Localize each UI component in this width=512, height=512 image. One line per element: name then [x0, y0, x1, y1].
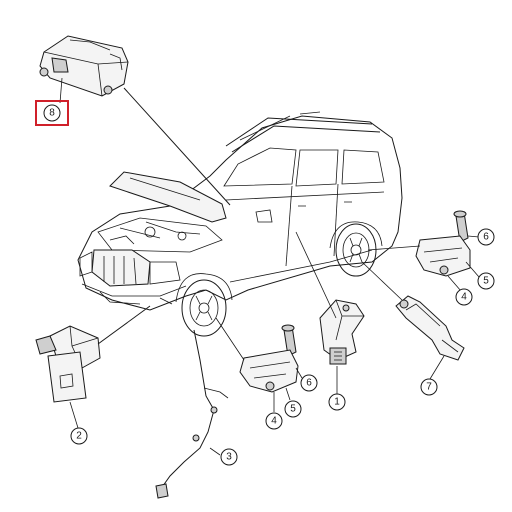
part-7-wheel-speed-sensor[interactable] [395, 295, 465, 361]
callout-8-label: 8 [49, 108, 55, 119]
callout-5-rear-label: 5 [483, 276, 489, 287]
callout-2[interactable]: 2 [70, 427, 88, 445]
leader-rear-wheel-to-7 [361, 261, 403, 301]
callout-3[interactable]: 3 [220, 448, 238, 466]
callout-6-front-label: 6 [306, 378, 312, 389]
leader-5a [465, 261, 480, 278]
callout-5-rear[interactable]: 5 [477, 272, 495, 290]
part-2-sensor[interactable] [35, 325, 101, 403]
leader-6a [467, 235, 480, 238]
callout-4-rear-label: 4 [461, 292, 467, 303]
callout-5-front-label: 5 [290, 404, 296, 415]
callout-1[interactable]: 1 [328, 393, 346, 411]
callout-7[interactable]: 7 [420, 378, 438, 396]
leader-5b [285, 387, 291, 401]
callout-5-front[interactable]: 5 [284, 400, 302, 418]
leader-rear-wheel-to-sensor [367, 245, 421, 251]
part-rear-tpms-sensor[interactable] [415, 210, 471, 277]
part-3-wire-harness[interactable] [155, 329, 229, 499]
callout-8[interactable]: 8 [35, 100, 69, 126]
callout-4-front-label: 4 [271, 416, 277, 427]
callout-6-rear-label: 6 [483, 232, 489, 243]
vehicle-illustration [77, 111, 403, 337]
part-8-control-module[interactable] [39, 35, 129, 97]
leader-2 [69, 401, 79, 429]
part-1-sensor[interactable] [319, 299, 365, 365]
callout-6-rear[interactable]: 6 [477, 228, 495, 246]
leader-vehicle-to-1 [295, 231, 337, 319]
callout-6-front[interactable]: 6 [300, 374, 318, 392]
callout-2-label: 2 [76, 431, 82, 442]
leader-6b [295, 367, 303, 379]
leader-line-8-to-vehicle [123, 87, 231, 206]
part-front-tpms-sensor[interactable] [239, 324, 299, 393]
callout-7-label: 7 [426, 382, 432, 393]
leader-4a [447, 275, 462, 292]
callout-4-front[interactable]: 4 [265, 412, 283, 430]
leader-vehicle-to-2 [97, 305, 151, 345]
leader-7 [429, 355, 445, 380]
leader-3 [209, 447, 221, 456]
callout-3-label: 3 [226, 452, 232, 463]
callout-1-label: 1 [334, 397, 340, 408]
callout-4-rear[interactable]: 4 [455, 288, 473, 306]
callout-8-highlight-box [35, 100, 69, 126]
leader-front-wheel-to-sensor [215, 317, 245, 361]
leader-line-8 [59, 77, 63, 104]
